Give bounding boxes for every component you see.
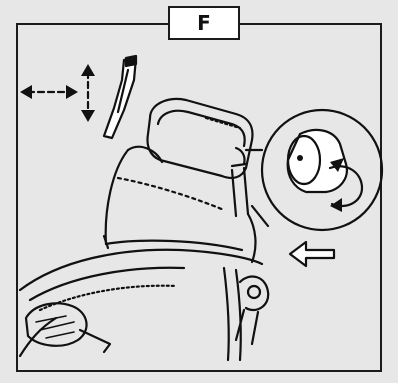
rotary-knob-detail-icon bbox=[246, 110, 382, 230]
double-headed-horizontal-arrow-icon bbox=[20, 85, 78, 99]
adjustment-lever-icon bbox=[104, 56, 136, 138]
seat-cushion bbox=[20, 250, 262, 360]
double-headed-vertical-arrow-icon bbox=[81, 64, 95, 122]
pointing-arrow-icon bbox=[290, 242, 334, 266]
figure-label: F bbox=[168, 6, 240, 40]
seat-rail bbox=[26, 303, 110, 352]
headrest-posts bbox=[232, 164, 248, 216]
